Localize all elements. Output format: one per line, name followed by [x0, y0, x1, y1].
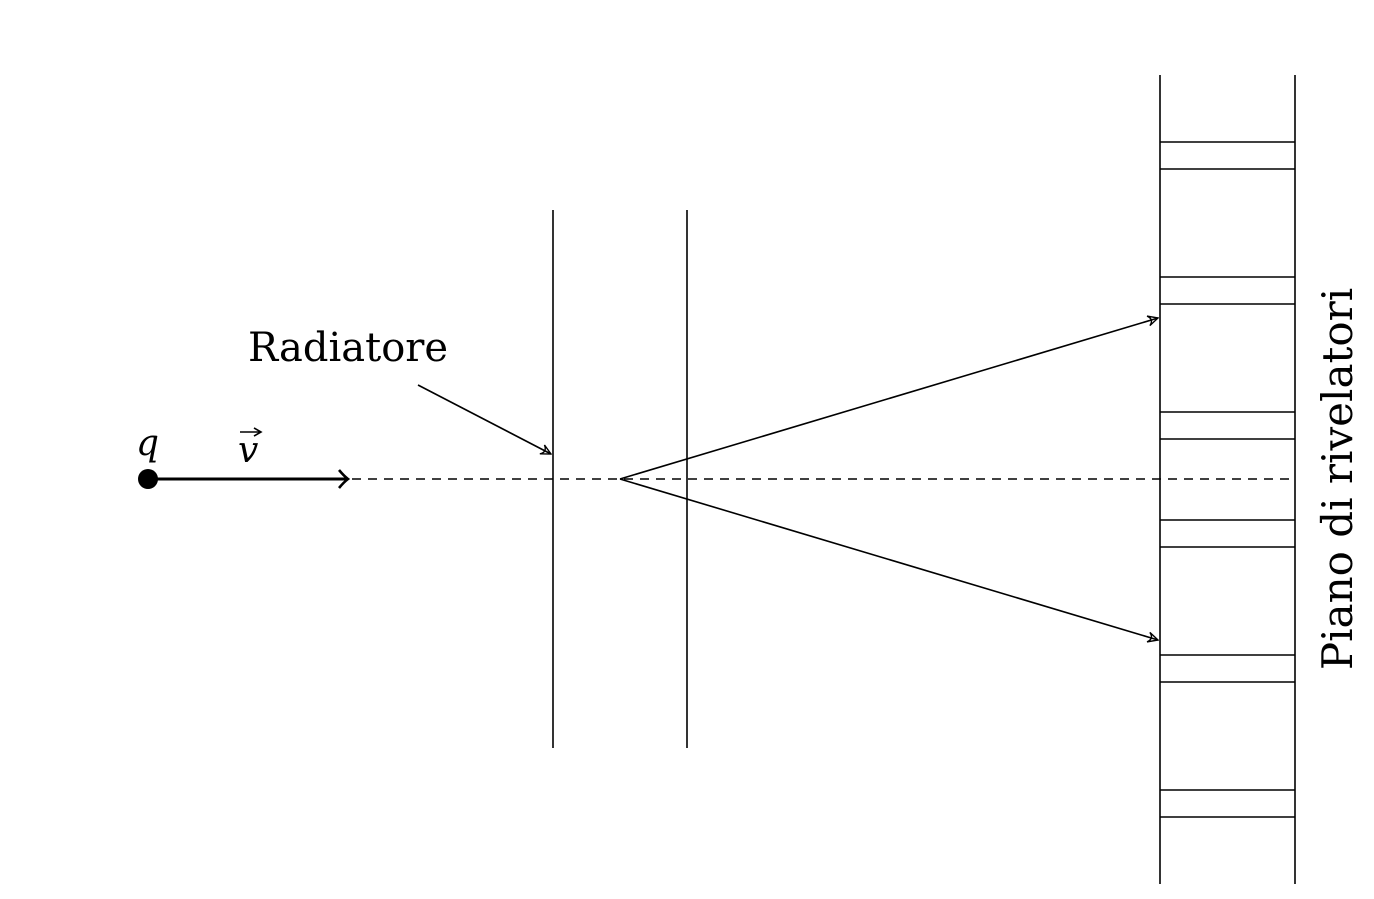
svg-text:v: v	[238, 430, 258, 471]
detector-plane-label: Piano di rivelatori	[1313, 288, 1362, 670]
detector-strip	[1160, 411, 1295, 440]
velocity-label: v	[238, 427, 263, 471]
emitted-ray-lower	[619, 478, 1158, 640]
particle-dot	[138, 469, 158, 489]
radiator-label: Radiatore	[248, 325, 448, 371]
radiator-pointer-arrow	[417, 384, 551, 454]
detector-strip	[1160, 654, 1295, 683]
detector-strip	[1160, 141, 1295, 170]
charge-label: q	[136, 423, 159, 464]
detector-strip	[1160, 789, 1295, 818]
detector-plane	[1159, 75, 1296, 884]
detector-strip	[1160, 276, 1295, 305]
detector-strip	[1160, 519, 1295, 548]
emitted-ray-upper	[619, 318, 1158, 480]
